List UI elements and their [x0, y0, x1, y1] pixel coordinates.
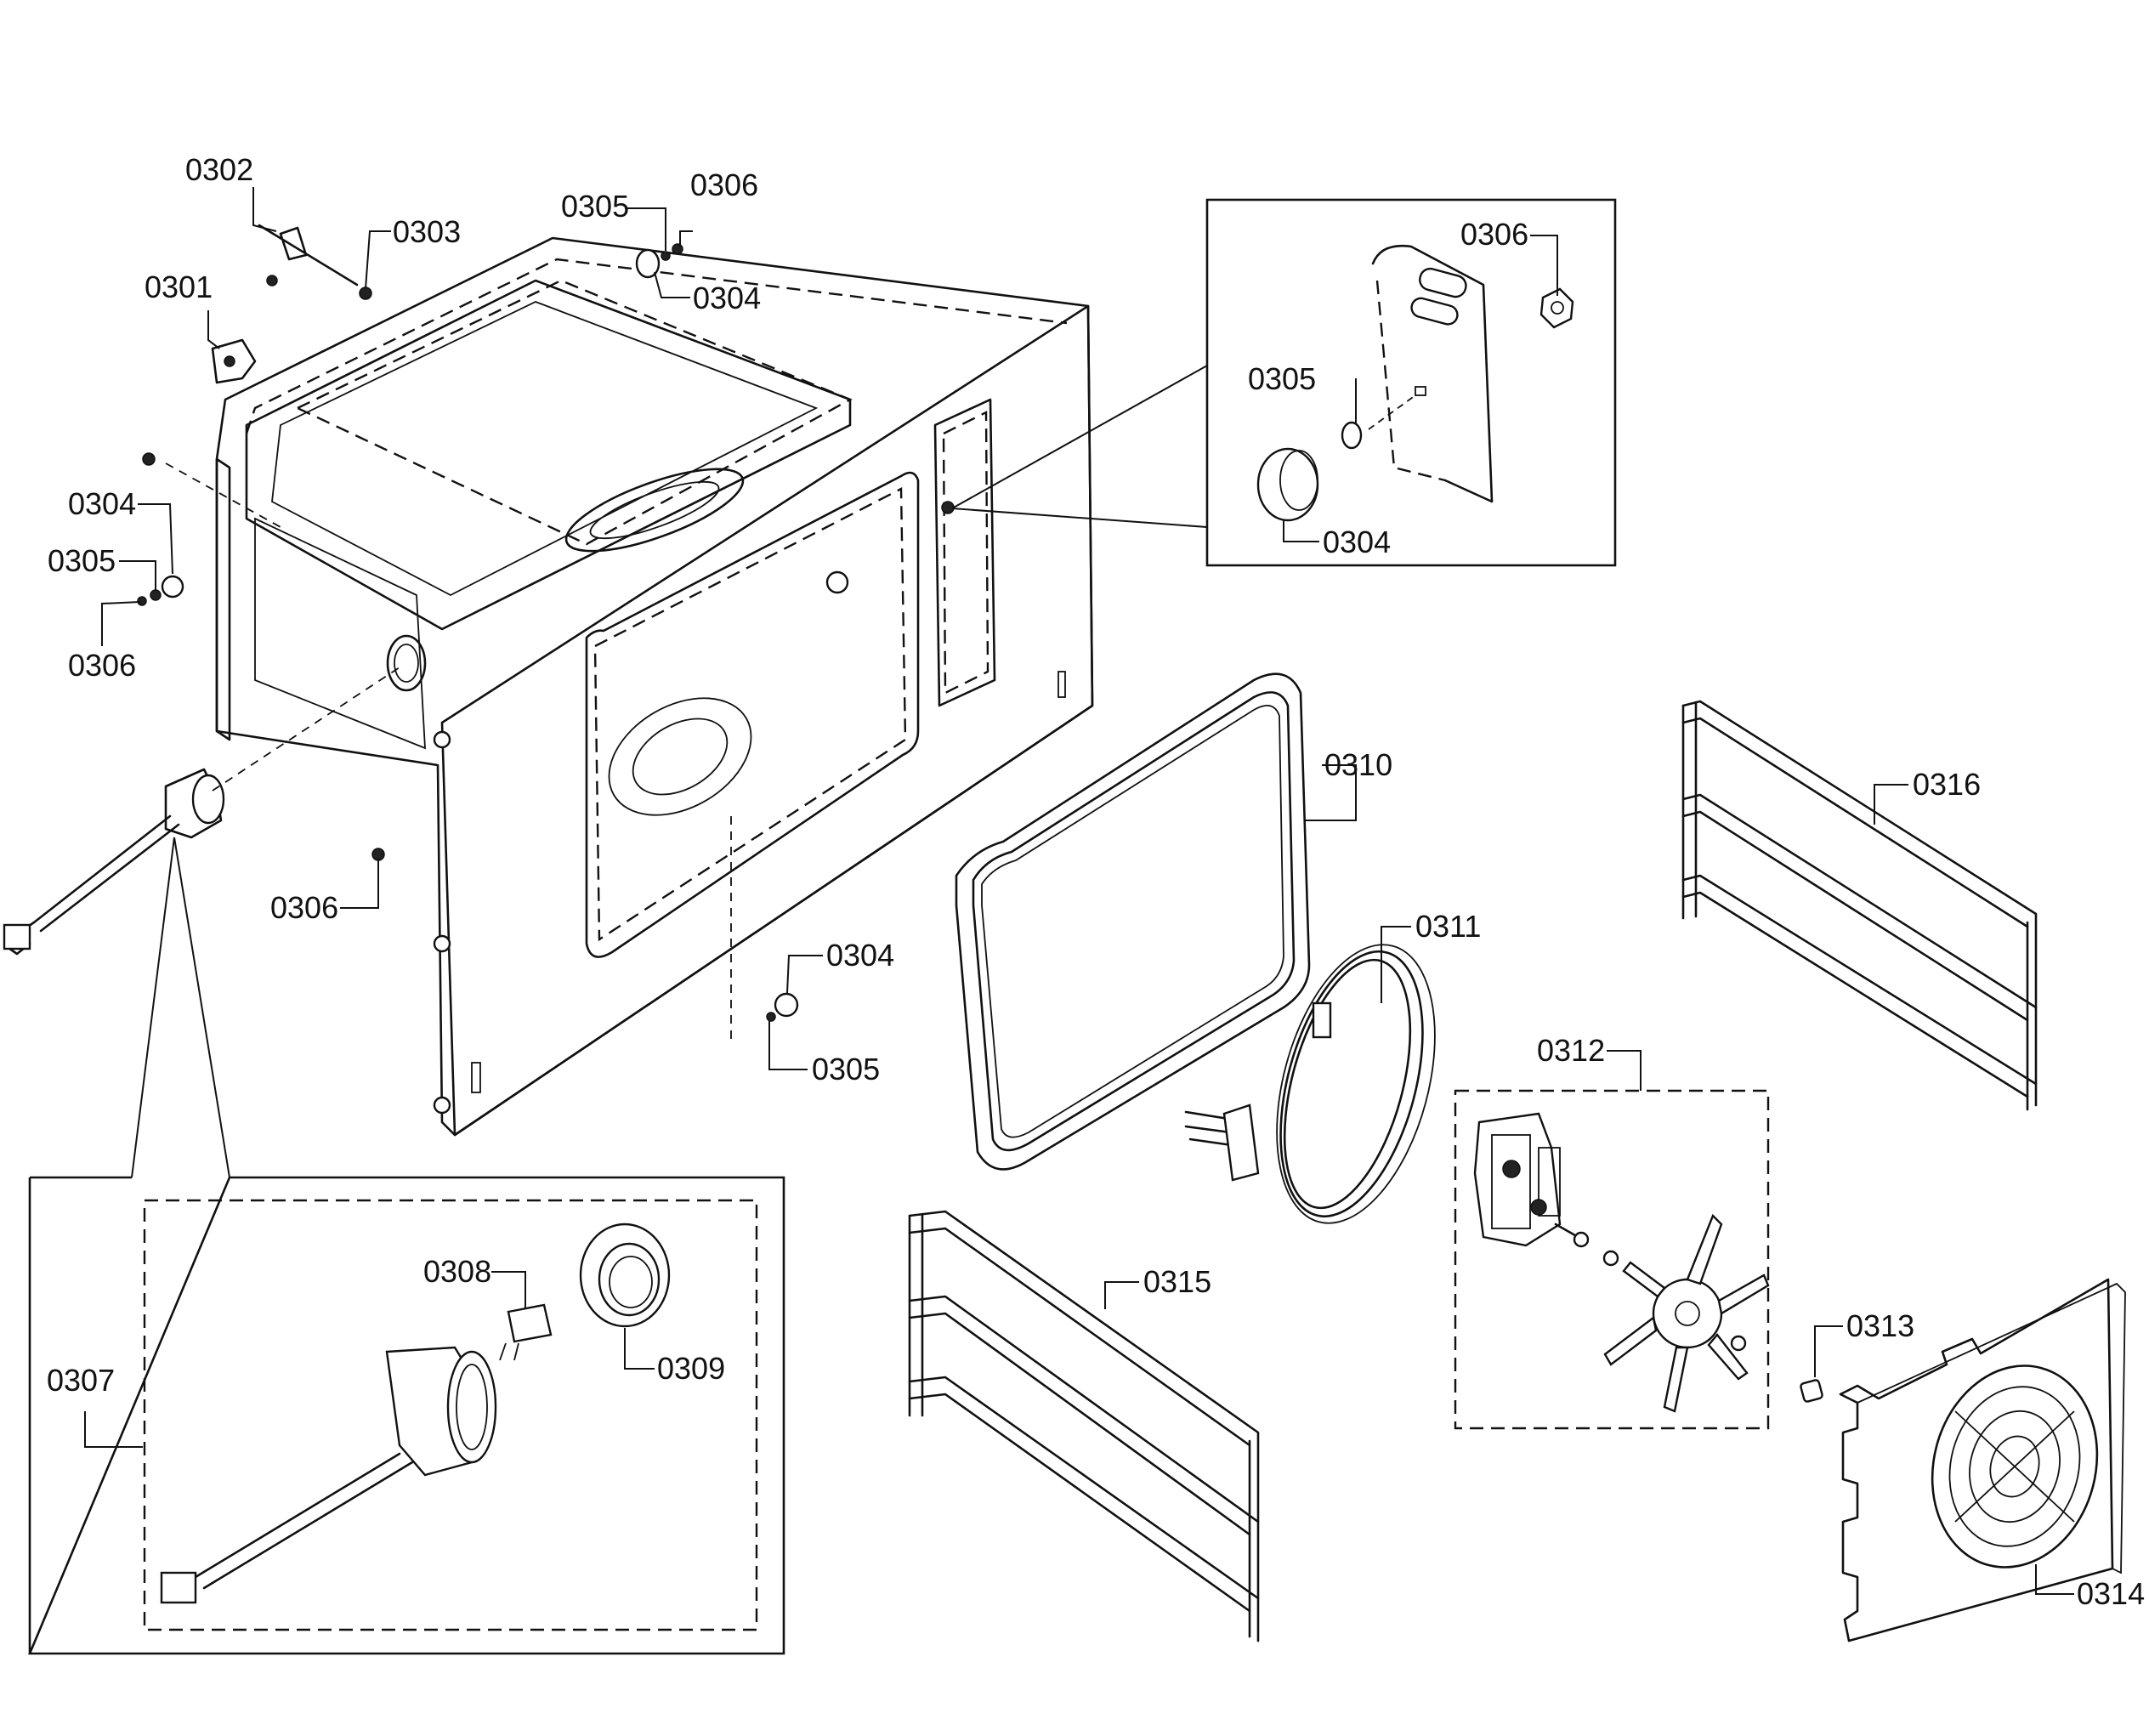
- lamp-assembly-0307: [3, 667, 400, 956]
- oven-cavity-housing: [215, 236, 1094, 1137]
- parts-0304-0305-front: [766, 992, 799, 1022]
- label-0306-left: 0306: [68, 648, 136, 683]
- parts-0304-0306-left: [137, 452, 184, 606]
- part-0310-door-gasket: [955, 672, 1311, 1171]
- callout-labels: 0302 0303 0301 0305 0306 0304 0304 0305 …: [47, 152, 2145, 1611]
- part-0316-rack-support: [1681, 700, 2038, 1111]
- label-0308: 0308: [423, 1254, 491, 1289]
- label-0313: 0313: [1846, 1308, 1914, 1343]
- screw-0306-lower: [371, 848, 385, 861]
- label-0304-front: 0304: [826, 938, 894, 973]
- part-0311-heating-element: [1184, 944, 1436, 1224]
- label-0304-inset: 0304: [1323, 525, 1391, 559]
- part-0301-switch: [211, 338, 257, 384]
- label-0306-lower: 0306: [270, 890, 338, 925]
- label-0304-top: 0304: [693, 281, 761, 315]
- label-0309: 0309: [657, 1351, 725, 1386]
- label-0304-left: 0304: [68, 486, 136, 521]
- label-0307: 0307: [47, 1363, 115, 1398]
- label-0315: 0315: [1143, 1264, 1211, 1299]
- leader-lines: [84, 187, 2074, 1595]
- label-0301: 0301: [145, 269, 213, 304]
- label-0314: 0314: [2077, 1576, 2145, 1611]
- label-0303: 0303: [393, 214, 461, 249]
- part-0312-fan-motor-assembly: [1454, 1089, 1770, 1430]
- label-0305-left: 0305: [48, 543, 116, 578]
- screw-top-left: [266, 275, 278, 286]
- label-0305-front: 0305: [812, 1052, 880, 1086]
- fan-blade: [1603, 1213, 1770, 1413]
- part-0303-grommet: [359, 286, 372, 300]
- label-0302: 0302: [185, 152, 253, 187]
- label-0310: 0310: [1324, 747, 1392, 782]
- inset-lamp-detail: [28, 1176, 785, 1655]
- inset-bracket-detail: [951, 198, 1617, 567]
- label-0312: 0312: [1537, 1033, 1605, 1068]
- label-0306-top: 0306: [690, 167, 758, 202]
- label-0316: 0316: [1913, 767, 1981, 802]
- label-0305-top: 0305: [561, 189, 629, 224]
- parts-0304-0306-top: [635, 243, 683, 279]
- label-0306-inset: 0306: [1460, 217, 1528, 252]
- label-0311: 0311: [1415, 909, 1481, 944]
- part-0315-rack-support: [908, 1210, 1260, 1642]
- label-0305-inset: 0305: [1248, 361, 1316, 396]
- part-0314-fan-cover: [1839, 1278, 2126, 1642]
- part-0313-nut: [1800, 1379, 1823, 1403]
- part-0302-sensor: [258, 224, 359, 286]
